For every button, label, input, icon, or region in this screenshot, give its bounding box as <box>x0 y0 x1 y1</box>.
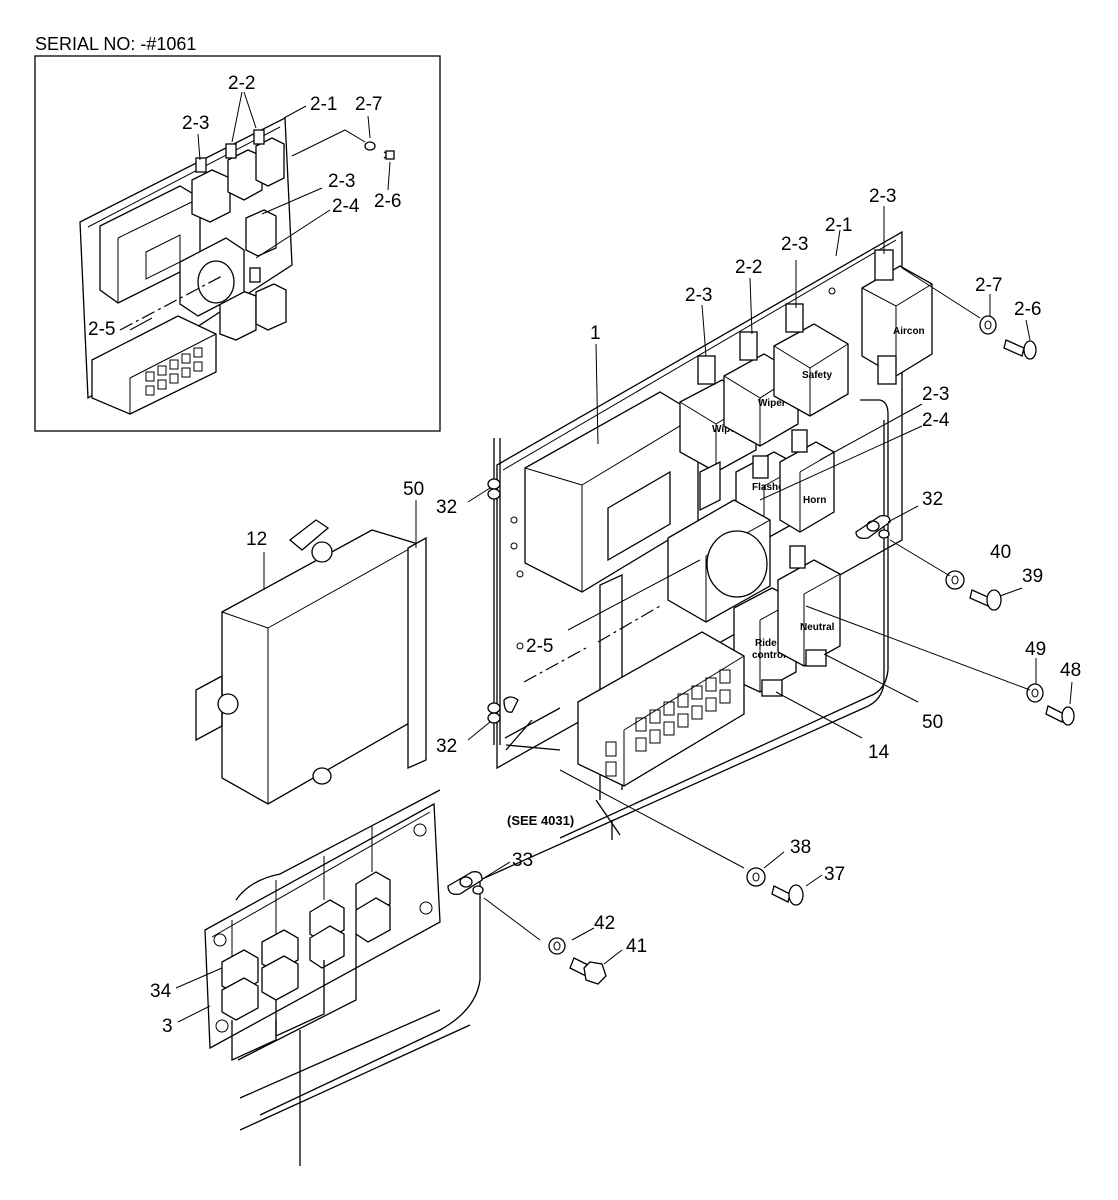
fastener-washer-38 <box>746 867 766 887</box>
callout-12: 12 <box>246 529 267 550</box>
relay-aircon: Aircon <box>861 249 933 385</box>
relay-horn: Horn <box>779 429 835 533</box>
inset-callout-2-3-a: 2-3 <box>182 113 209 134</box>
lower-wiring <box>231 789 471 1166</box>
callout-50-right: 50 <box>922 712 943 733</box>
fastener-bolt-39 <box>969 589 1002 611</box>
callout-2-3-b: 2-3 <box>781 234 808 255</box>
inset-callout-2-4: 2-4 <box>332 196 360 217</box>
callout-2-2: 2-2 <box>735 257 762 278</box>
inset-callout-2-6: 2-6 <box>374 191 401 212</box>
callout-32-left-top: 32 <box>436 497 457 518</box>
relay-label-wiper-lower: Wiper <box>712 424 740 435</box>
relay-label-aircon: Aircon <box>893 326 925 337</box>
relay-neutral: Neutral <box>777 545 841 667</box>
relay-safety: Safety <box>773 303 849 417</box>
fastener-washer-2-7 <box>979 315 997 335</box>
circuit-board-3 <box>204 802 441 1050</box>
relay-label-wiper-upper: Wiper <box>758 398 786 409</box>
relay-label-ride-control-2: control <box>752 650 786 661</box>
callout-2-3-d: 2-3 <box>922 384 949 405</box>
serial-number-note: SERIAL NO: -#1061 <box>35 34 196 54</box>
fastener-bolt-41 <box>569 957 607 985</box>
inset-callout-2-5: 2-5 <box>88 319 115 340</box>
relay-label-neutral: Neutral <box>800 622 835 633</box>
fastener-bolt-37 <box>771 884 804 906</box>
callout-34: 34 <box>150 981 172 1002</box>
fuse-block <box>504 605 745 787</box>
callout-2-5: 2-5 <box>526 636 553 657</box>
fastener-washer-40 <box>945 570 965 590</box>
callout-48: 48 <box>1060 660 1081 681</box>
relay-label-safety: Safety <box>802 370 832 381</box>
callout-3: 3 <box>162 1016 173 1037</box>
relay-label-ride-control-1: Ride <box>755 638 777 649</box>
inset-callout-2-2: 2-2 <box>228 73 255 94</box>
see-reference-note: (SEE 4031) <box>507 813 574 828</box>
controller-box <box>524 391 699 593</box>
clip-33 <box>447 871 484 895</box>
callout-32-right: 32 <box>922 489 943 510</box>
inset-callout-2-1: 2-1 <box>310 94 337 115</box>
control-unit-12 <box>195 519 427 805</box>
callout-41: 41 <box>626 936 647 957</box>
callout-2-6: 2-6 <box>1014 299 1041 320</box>
callout-40: 40 <box>990 542 1011 563</box>
callout-2-7: 2-7 <box>975 275 1002 296</box>
callout-33: 33 <box>512 850 533 871</box>
fastener-washer-42 <box>548 937 566 955</box>
relay-label-flasher: Flasher <box>752 482 788 493</box>
fastener-washer-49 <box>1026 683 1044 703</box>
callout-14: 14 <box>868 742 890 763</box>
inset-relay-panel <box>79 116 395 415</box>
callout-2-3-c: 2-3 <box>685 285 712 306</box>
callout-32-left-bottom: 32 <box>436 736 457 757</box>
main-leader-lines <box>175 206 1073 1023</box>
flasher-unit <box>667 460 771 623</box>
callout-2-3-top: 2-3 <box>869 186 896 207</box>
callout-39: 39 <box>1022 566 1043 587</box>
inset-callout-2-3-b: 2-3 <box>328 171 355 192</box>
callout-49: 49 <box>1025 639 1046 660</box>
callout-2-1: 2-1 <box>825 215 852 236</box>
callout-1: 1 <box>590 323 601 344</box>
inset-callout-2-7: 2-7 <box>355 94 382 115</box>
fastener-screw-48 <box>1045 705 1075 726</box>
clip-parts-32 <box>487 478 891 724</box>
inset-frame <box>34 55 441 432</box>
callout-42: 42 <box>594 913 615 934</box>
callout-2-4: 2-4 <box>922 410 950 431</box>
callout-50-top: 50 <box>403 479 424 500</box>
callout-37: 37 <box>824 864 845 885</box>
relay-label-horn: Horn <box>803 495 826 506</box>
fastener-screw-2-6 <box>1003 339 1037 360</box>
callout-38: 38 <box>790 837 811 858</box>
inset-leader-lines <box>129 91 391 331</box>
